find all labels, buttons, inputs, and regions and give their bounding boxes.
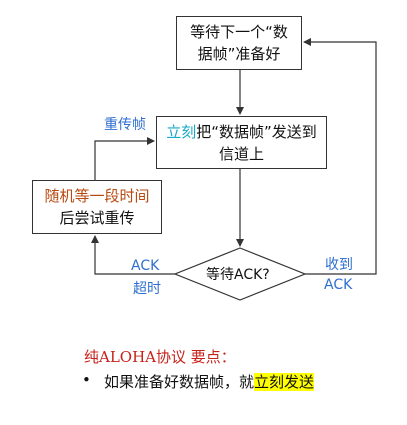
send-immediately-box: 立刻把“数据帧”发送到 信道上 — [156, 116, 327, 169]
arrow-retransmit — [94, 137, 155, 180]
send-box-highlight: 立刻 — [166, 122, 197, 141]
retransmit-label: 重传帧 — [104, 117, 146, 133]
ack-timeout-label-line1: ACK — [131, 258, 160, 274]
wait-frame-ready-box: 等待下一个“数 据帧”准备好 — [176, 16, 302, 70]
send-box-line2: 信道上 — [218, 144, 264, 163]
retry-box-line2: 后尝试重传 — [59, 209, 135, 227]
send-box-line1-rest: 把“数据帧”发送到 — [196, 122, 317, 141]
aloha-key-points: 纯ALOHA协议 要点： • 如果准备好数据帧，就立刻发送 — [82, 346, 315, 391]
arrow-ack-timeout — [91, 235, 175, 275]
wait-box-line2: 据帧”准备好 — [197, 45, 281, 63]
arrow-received-ack — [303, 38, 377, 275]
received-ack-label-line2: ACK — [324, 277, 353, 293]
note-item-highlight: 立刻发送 — [254, 373, 315, 391]
retry-box-line1: 随机等一段时间 — [44, 187, 150, 205]
decision-label: 等待ACK? — [206, 267, 270, 283]
wait-box-line1: 等待下一个“数 — [190, 23, 288, 41]
decision-diamond — [173, 247, 307, 301]
random-backoff-box: 随机等一段时间 后尝试重传 — [32, 180, 162, 234]
ack-timeout-label-line2: 超时 — [133, 281, 161, 297]
note-title: 纯ALOHA协议 要点： — [84, 348, 236, 366]
note-item: • 如果准备好数据帧，就立刻发送 — [82, 371, 315, 392]
bullet-point: • — [82, 371, 91, 389]
send-box-line1: 立刻把“数据帧”发送到 — [166, 121, 317, 143]
received-ack-label-line1: 收到 — [325, 257, 353, 273]
note-item-prefix: 如果准备好数据帧，就 — [104, 373, 255, 391]
